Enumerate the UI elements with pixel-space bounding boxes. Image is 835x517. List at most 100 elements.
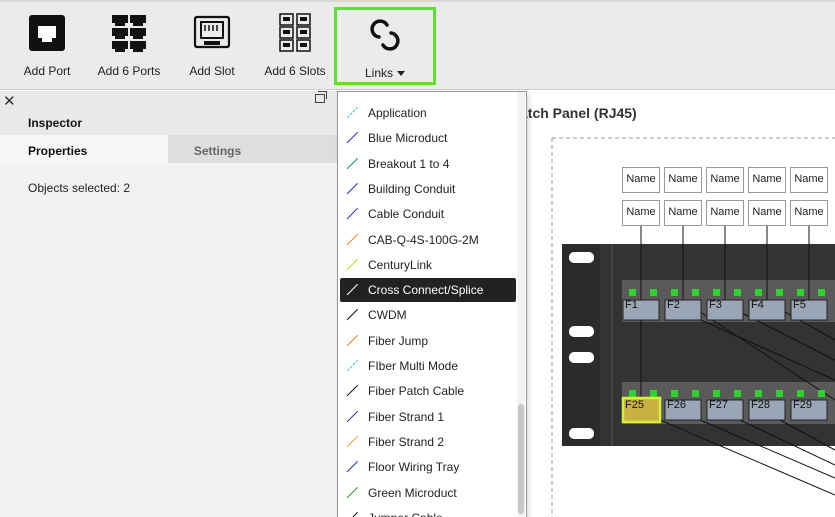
links-label-text: Links — [364, 66, 393, 80]
restore-window-icon[interactable] — [315, 91, 327, 103]
menu-item-label: Green Microduct — [368, 485, 457, 500]
name-label[interactable]: Name — [706, 200, 744, 226]
menu-item-floor-wiring-tray[interactable]: Floor Wiring Tray — [340, 455, 516, 479]
menu-item-label: Jumper Cable — [368, 511, 443, 517]
links-dropdown-button[interactable]: Links — [334, 7, 436, 85]
links-label: Links — [365, 66, 405, 80]
menu-scrollbar-track[interactable] — [517, 92, 525, 517]
menu-item-jumper-cable[interactable]: Jumper Cable — [340, 506, 516, 517]
menu-item-cable-conduit[interactable]: Cable Conduit — [340, 202, 516, 226]
port-label: F4 — [751, 299, 764, 311]
menu-item-cab-q-4s-100g-2m[interactable]: CAB-Q-4S-100G-2M — [340, 228, 516, 252]
add-6-slots-button[interactable]: Add 6 Slots — [264, 8, 326, 84]
menu-item-label: Building Conduit — [368, 181, 456, 196]
menu-item-label: Blue Microduct — [368, 131, 448, 146]
port-label: F27 — [709, 399, 728, 411]
port-label: F29 — [793, 399, 812, 411]
add-port-button[interactable]: Add Port — [22, 8, 72, 84]
add-6-ports-label: Add 6 Ports — [97, 64, 161, 78]
menu-item-label: Fiber Patch Cable — [368, 384, 465, 399]
add-port-label: Add Port — [23, 64, 71, 78]
port-icon — [22, 8, 72, 58]
name-label[interactable]: Name — [748, 167, 786, 193]
link-style-swatch-icon — [346, 107, 358, 119]
menu-item-label: CenturyLink — [368, 257, 433, 272]
toolbar-top-edge — [0, 0, 835, 2]
port-label: F5 — [793, 299, 806, 311]
menu-item-application[interactable]: Application — [340, 101, 516, 125]
menu-item-fiber-jump[interactable]: Fiber Jump — [340, 329, 516, 353]
menu-item-green-microduct[interactable]: Green Microduct — [340, 481, 516, 505]
name-label[interactable]: Name — [622, 200, 660, 226]
selection-count: Objects selected: 2 — [28, 181, 131, 195]
toolbar: Add Port Add 6 Ports — [0, 0, 835, 90]
tab-settings[interactable]: Settings — [168, 135, 337, 163]
link-style-swatch-icon — [346, 360, 358, 372]
menu-item-label: Breakout 1 to 4 — [368, 156, 450, 171]
close-icon[interactable]: ✕ — [3, 93, 16, 110]
port-label: F1 — [625, 299, 638, 311]
link-style-swatch-icon — [346, 132, 358, 144]
patch-panel-drawing — [551, 137, 835, 517]
menu-item-building-conduit[interactable]: Building Conduit — [340, 177, 516, 201]
port-label: F3 — [709, 299, 722, 311]
link-style-swatch-icon — [346, 234, 358, 246]
link-style-swatch-icon — [346, 436, 358, 448]
name-label[interactable]: Name — [664, 200, 702, 226]
menu-scrollbar-thumb[interactable] — [518, 404, 524, 514]
six-ports-icon — [104, 8, 154, 58]
name-label[interactable]: Name — [790, 200, 828, 226]
port-label: F26 — [667, 399, 686, 411]
add-slot-label: Add Slot — [189, 64, 235, 78]
menu-item-blue-microduct[interactable]: Blue Microduct — [340, 126, 516, 150]
link-icon — [360, 10, 410, 60]
name-label[interactable]: Name — [748, 200, 786, 226]
name-label[interactable]: Name — [622, 167, 660, 193]
menu-item-fiber-patch-cable[interactable]: Fiber Patch Cable — [340, 379, 516, 403]
inspector-panel: ✕ Inspector Properties Settings Objects … — [0, 91, 337, 517]
selected-port-f25[interactable] — [621, 396, 662, 424]
menu-item-breakout-1-to-4[interactable]: Breakout 1 to 4 — [340, 152, 516, 176]
menu-item-cross-connect-splice[interactable]: Cross Connect/Splice — [340, 278, 516, 303]
link-style-swatch-icon — [346, 158, 358, 170]
link-style-swatch-icon — [346, 183, 358, 195]
add-6-slots-label: Add 6 Slots — [264, 64, 326, 78]
chevron-down-icon — [397, 71, 405, 77]
link-style-swatch-icon — [346, 411, 358, 423]
port-label: F28 — [751, 399, 770, 411]
link-style-swatch-icon — [346, 208, 358, 220]
menu-item-cwdm[interactable]: CWDM — [340, 303, 516, 327]
menu-item-label: Fiber Strand 2 — [368, 434, 445, 449]
link-style-swatch-icon — [346, 385, 358, 397]
menu-item-centurylink[interactable]: CenturyLink — [340, 253, 516, 277]
link-style-swatch-icon — [346, 512, 358, 517]
menu-item-label: Fiber Jump — [368, 333, 429, 348]
port-label: F25 — [625, 399, 644, 411]
name-label[interactable]: Name — [790, 167, 828, 193]
six-slots-icon — [270, 8, 320, 58]
add-slot-button[interactable]: Add Slot — [187, 8, 237, 84]
menu-item-label: Application — [368, 106, 427, 120]
link-style-swatch-icon — [346, 309, 358, 321]
menu-item-label: Fiber Strand 1 — [368, 409, 445, 424]
name-label[interactable]: Name — [706, 167, 744, 193]
link-style-swatch-icon — [346, 461, 358, 473]
slot-icon — [187, 8, 237, 58]
name-label[interactable]: Name — [664, 167, 702, 193]
menu-item-fiber-strand-1[interactable]: Fiber Strand 1 — [340, 405, 516, 429]
menu-item-label: CAB-Q-4S-100G-2M — [368, 232, 479, 247]
link-style-swatch-icon — [346, 284, 358, 296]
inspector-title: Inspector — [28, 116, 83, 130]
tab-properties[interactable]: Properties — [0, 135, 168, 163]
link-style-swatch-icon — [346, 335, 358, 347]
diagram-title: atch Panel (RJ45) — [520, 105, 637, 121]
menu-item-fiber-strand-2[interactable]: Fiber Strand 2 — [340, 430, 516, 454]
menu-item-label: Cross Connect/Splice — [368, 283, 484, 298]
link-style-swatch-icon — [346, 259, 358, 271]
port-label: F2 — [667, 299, 680, 311]
menu-item-fiber-multi-mode[interactable]: FIber Multi Mode — [340, 354, 516, 378]
inspector-header: ✕ Inspector — [0, 91, 337, 135]
add-6-ports-button[interactable]: Add 6 Ports — [98, 8, 160, 84]
